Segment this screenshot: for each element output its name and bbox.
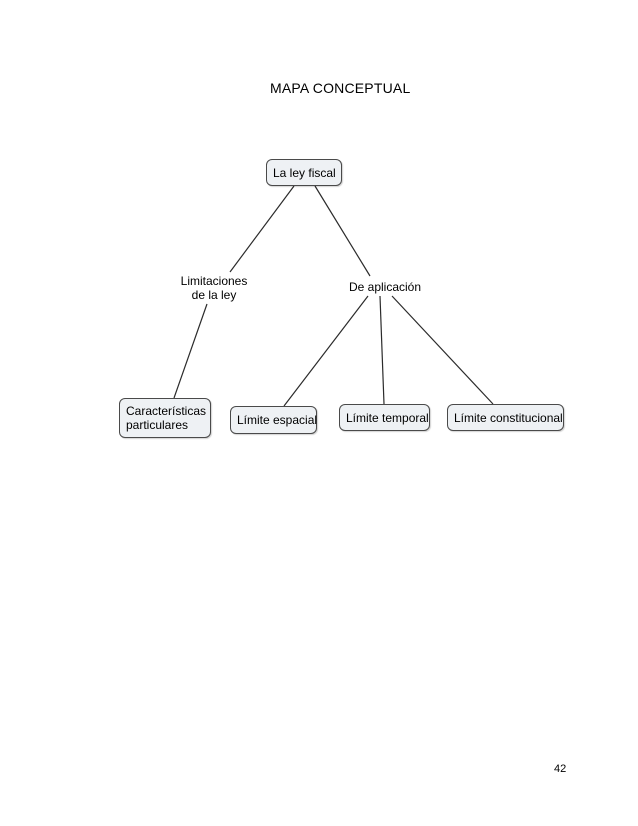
page-number: 42 [554,763,567,775]
concept-limite-espacial: Límite espacial [230,406,317,434]
connector-root-to-limitaciones [229,185,295,273]
page-title: MAPA CONCEPTUAL [270,80,411,96]
concept-limite-constitucional: Límite constitucional [447,404,564,431]
concept-caracteristicas-particulares: Características particulares [119,398,211,438]
connector-aplicacion-to-constitucional [391,295,494,405]
connector-root-to-aplicacion [314,185,371,277]
concept-label: Características particulares [126,404,207,432]
concept-label: Límite temporal [346,410,429,425]
concept-limite-temporal: Límite temporal [339,404,430,431]
connector-aplicacion-to-temporal [379,295,385,405]
connector-limitaciones-to-particulares [173,303,208,399]
connector-aplicacion-to-espacial [283,295,369,407]
link-de-aplicacion: De aplicación [348,280,422,294]
concept-label: La ley fiscal [273,165,336,180]
link-limitaciones-de-la-ley: Limitaciones de la ley [180,274,248,302]
concept-label: Límite constitucional [454,410,563,425]
concept-la-ley-fiscal: La ley fiscal [266,159,342,186]
concept-label: Límite espacial [237,413,318,427]
